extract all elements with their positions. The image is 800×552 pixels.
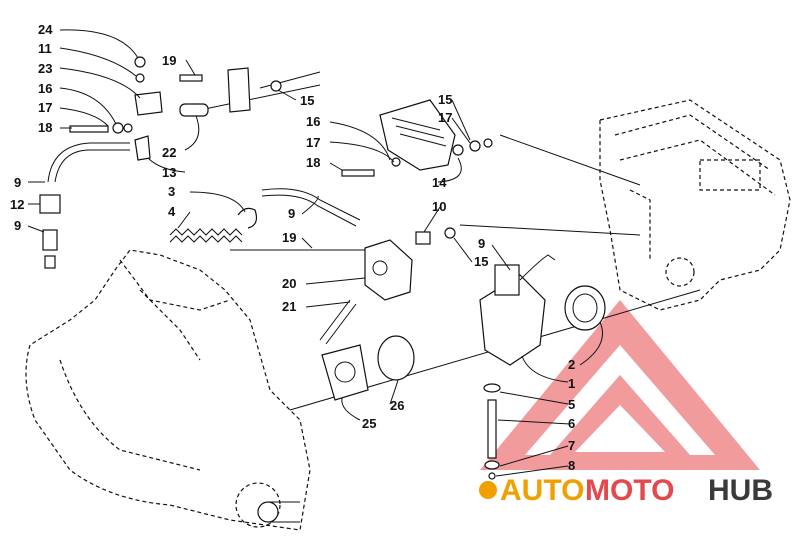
callout-8: 8 bbox=[568, 458, 575, 473]
carburetor bbox=[321, 227, 606, 401]
leader-lines bbox=[27, 29, 603, 477]
callout-15: 15 bbox=[300, 93, 314, 108]
callout-7: 7 bbox=[568, 438, 575, 453]
throttle-housing bbox=[341, 99, 493, 177]
watermark-auto: AUTO bbox=[500, 474, 584, 507]
callout-11: 11 bbox=[38, 41, 52, 56]
spring-set bbox=[169, 188, 361, 243]
callout-22: 22 bbox=[162, 145, 176, 160]
watermark-logo-mark bbox=[480, 300, 760, 470]
callout-16: 16 bbox=[306, 114, 320, 129]
callout-4: 4 bbox=[168, 204, 176, 219]
callout-2: 2 bbox=[568, 357, 575, 372]
fuel-pump bbox=[319, 239, 413, 345]
callout-18: 18 bbox=[306, 155, 320, 170]
callout-9: 9 bbox=[14, 175, 21, 190]
callout-9: 9 bbox=[288, 206, 295, 221]
callout-15: 15 bbox=[474, 254, 488, 269]
fuel-filter-assembly bbox=[39, 135, 151, 269]
callout-21: 21 bbox=[282, 299, 296, 314]
callout-3: 3 bbox=[168, 184, 175, 199]
callout-17: 17 bbox=[38, 100, 52, 115]
callout-17: 17 bbox=[306, 135, 320, 150]
watermark-moto: MOTO bbox=[585, 474, 674, 507]
watermark-hub: HUB bbox=[708, 474, 773, 507]
callout-25: 25 bbox=[362, 416, 376, 431]
callout-10: 10 bbox=[432, 199, 446, 214]
drain-tube bbox=[483, 383, 501, 480]
callout-1: 1 bbox=[568, 376, 575, 391]
callout-9: 9 bbox=[14, 218, 21, 233]
mount-bracket-assembly bbox=[69, 56, 282, 134]
airbox-frame bbox=[599, 99, 791, 311]
callout-12: 12 bbox=[10, 197, 24, 212]
callout-23: 23 bbox=[38, 61, 52, 76]
callout-17: 17 bbox=[438, 110, 452, 125]
callout-15: 15 bbox=[438, 92, 452, 107]
callout-16: 16 bbox=[38, 81, 52, 96]
callout-20: 20 bbox=[282, 276, 296, 291]
callout-24: 24 bbox=[38, 22, 53, 37]
callout-6: 6 bbox=[568, 416, 575, 431]
callout-19: 19 bbox=[282, 230, 296, 245]
callout-5: 5 bbox=[568, 397, 575, 412]
callout-13: 13 bbox=[162, 165, 176, 180]
watermark-dot-icon bbox=[479, 481, 497, 499]
callout-26: 26 bbox=[390, 398, 404, 413]
callout-14: 14 bbox=[432, 175, 447, 190]
callout-18: 18 bbox=[38, 120, 52, 135]
engine-block bbox=[25, 249, 311, 531]
watermark-wordmark: AUTO MOTO HUB bbox=[479, 474, 773, 507]
callout-9: 9 bbox=[478, 236, 485, 251]
callout-19: 19 bbox=[162, 53, 176, 68]
callout-labels: 24 11 23 16 17 18 19 15 22 13 9 12 9 3 4… bbox=[10, 22, 575, 473]
